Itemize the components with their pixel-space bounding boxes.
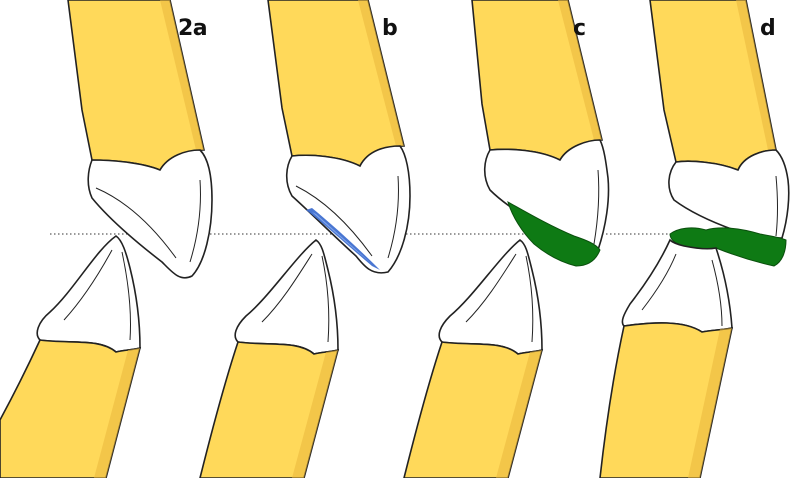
panel-a bbox=[0, 0, 212, 478]
panel-c bbox=[404, 0, 609, 478]
lower-crown bbox=[622, 240, 732, 332]
panel-label-d: d bbox=[760, 16, 775, 41]
panel-label-a: 2a bbox=[178, 16, 207, 41]
panel-b bbox=[200, 0, 410, 478]
lower-crown bbox=[37, 236, 140, 352]
panel-label-c: c bbox=[573, 16, 586, 41]
panel-d bbox=[600, 0, 789, 478]
panel-label-b: b bbox=[382, 16, 397, 41]
